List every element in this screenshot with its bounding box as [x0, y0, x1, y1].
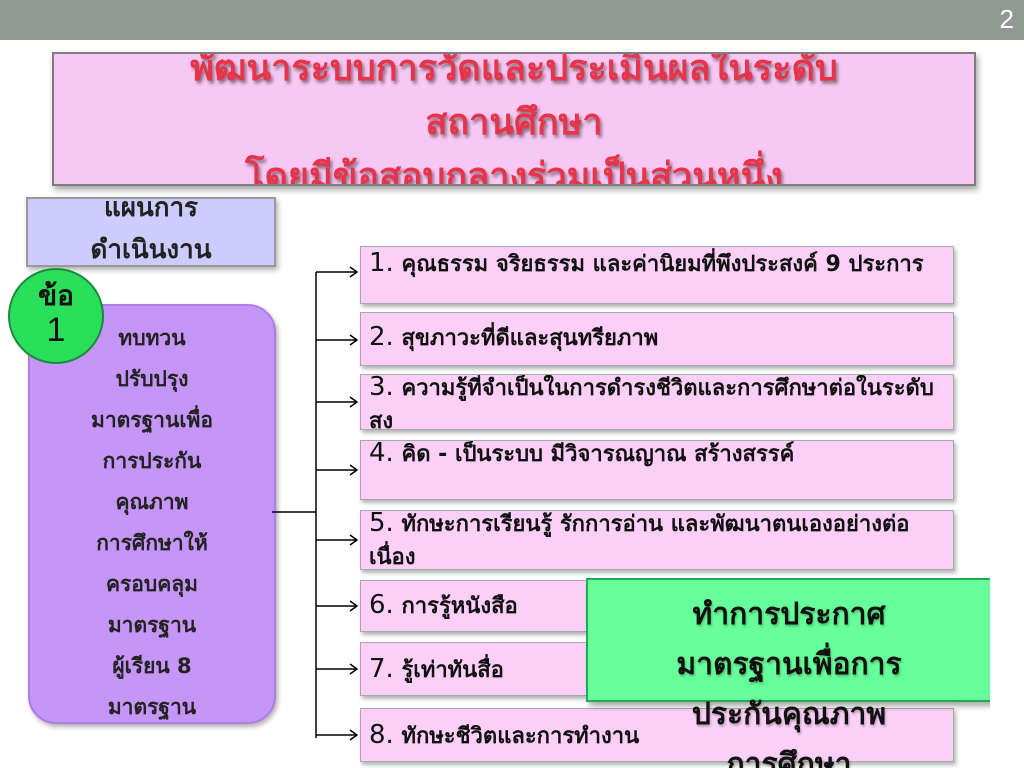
standard-text: 2. สุขภาวะที่ดีและสุนทรียภาพ	[369, 322, 659, 352]
announce-clip: ทำการประกาศ มาตรฐานเพื่อการ ประกันคุณภาพ…	[586, 578, 990, 768]
standard-text: 5. ทักษะการเรียนรู้ รักการอ่าน และพัฒนาต…	[369, 510, 910, 570]
standard-item-5: 5. ทักษะการเรียนรู้ รักการอ่าน และพัฒนาต…	[360, 510, 954, 570]
standard-item-8: 8. ทักษะชีวิตและการทำงาน	[360, 708, 954, 762]
main-description: ทบทวน ปรับปรุง มาตรฐานเพื่อ การประกัน คุ…	[91, 326, 213, 719]
standard-text: 8. ทักษะชีวิตและการทำงาน	[369, 720, 640, 750]
connector-branches	[316, 266, 359, 741]
item-badge: ข้อ 1	[8, 268, 104, 364]
standard-text: 3. ความรู้ที่จำเป็นในการดำรงชีวิตและการศ…	[369, 374, 934, 430]
plan-label: แผนการ ดำเนินงาน	[90, 197, 212, 265]
standard-item-3: 3. ความรู้ที่จำเป็นในการดำรงชีวิตและการศ…	[360, 374, 954, 430]
arrow-head-icon	[349, 266, 359, 278]
top-bar: 2	[0, 0, 1024, 40]
standard-item-4: 4. คิด - เป็นระบบ มีวิจารณญาณ สร้างสรรค์	[360, 440, 954, 500]
standard-text: 1. คุณธรรม จริยธรรม และค่านิยมที่พึงประส…	[369, 248, 924, 278]
arrow-head-icon	[349, 464, 359, 476]
slide-number: 2	[999, 4, 1014, 34]
standard-text: 4. คิด - เป็นระบบ มีวิจารณญาณ สร้างสรรค์	[369, 440, 795, 468]
announce-box: ทำการประกาศ มาตรฐานเพื่อการ ประกันคุณภาพ…	[586, 578, 990, 768]
announce-text: ทำการประกาศ มาตรฐานเพื่อการ ประกันคุณภาพ…	[676, 597, 902, 768]
standard-text: 7. รู้เท่าทันสื่อ	[369, 654, 504, 684]
slide-title: พัฒนาระบบการวัดและประเมินผลในระดับ สถานศ…	[190, 52, 838, 186]
standard-item-2: 2. สุขภาวะที่ดีและสุนทรียภาพ	[360, 312, 954, 366]
arrow-head-icon	[349, 396, 359, 408]
badge-number: 1	[46, 311, 66, 349]
standard-item-1: 1. คุณธรรม จริยธรรม และค่านิยมที่พึงประส…	[360, 246, 954, 304]
arrow-head-icon	[349, 663, 359, 675]
arrow-head-icon	[349, 600, 359, 612]
arrow-head-icon	[349, 729, 359, 741]
plan-label-box: แผนการ ดำเนินงาน	[26, 197, 276, 267]
main-description-box: ทบทวน ปรับปรุง มาตรฐานเพื่อ การประกัน คุ…	[28, 304, 276, 724]
arrow-head-icon	[349, 334, 359, 346]
arrow-head-icon	[349, 534, 359, 546]
badge-word: ข้อ	[38, 279, 74, 312]
standard-text: 6. การรู้หนังสือ	[369, 590, 518, 620]
title-box: พัฒนาระบบการวัดและประเมินผลในระดับ สถานศ…	[52, 52, 976, 186]
